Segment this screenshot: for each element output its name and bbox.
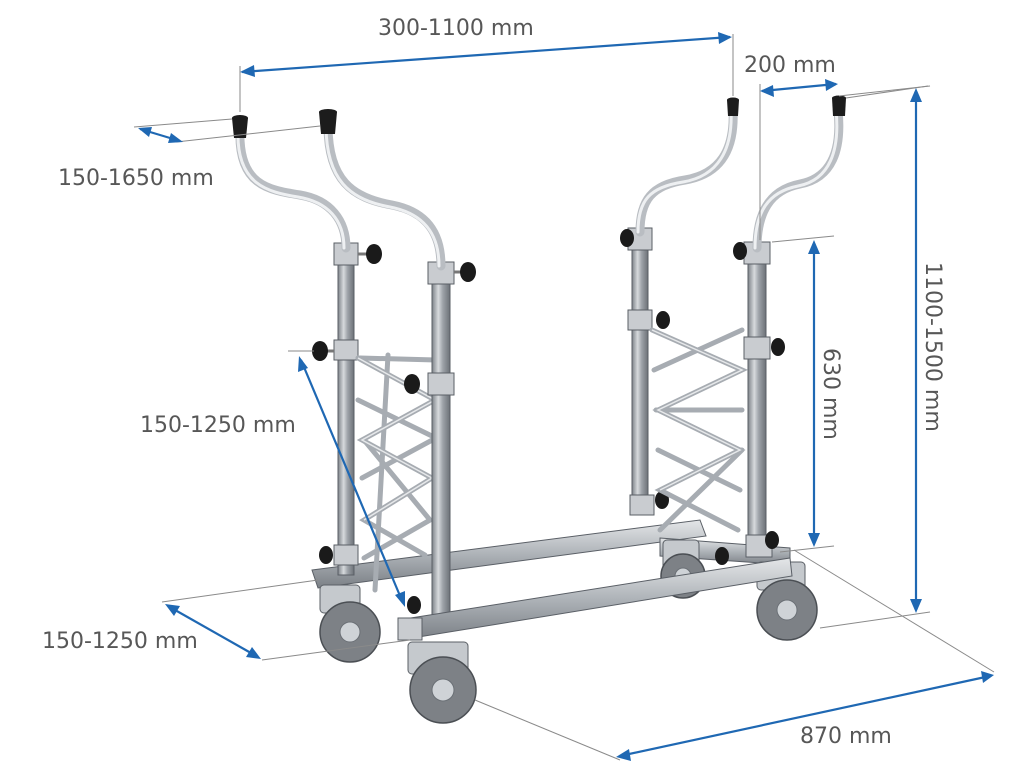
dim-arm-tilt-label: 150-1650 mm [58,166,214,191]
left-rear-knob-low [319,546,333,564]
left-front-knob-mid [404,374,420,394]
right-front-knob-low [715,531,779,565]
right-front-post [743,241,773,558]
dim-base-length-label: 870 mm [800,724,892,749]
dim-post-height-label: 630 mm [818,348,843,440]
dim-post-height: 630 mm [771,235,843,553]
left-rear-knob-upper [358,244,382,264]
right-rear-knob-mid [656,311,670,329]
left-front-post [427,261,455,623]
right-rear-post [627,227,655,516]
front-base-bar [397,557,793,641]
dim-arm-offset: 200 mm [744,53,931,240]
dim-scissor-span: 150-1250 mm [140,350,405,607]
left-rear-arm [232,115,351,253]
right-rear-arm [635,97,739,237]
left-front-arm [319,109,446,271]
dim-arm-tilt: 150-1650 mm [58,118,321,191]
dim-base-length: 870 mm [474,549,995,761]
right-front-arm [752,95,846,253]
trolley-illustration [232,95,846,724]
dimension-annotations: 300-1100 mm 200 mm 150-1650 mm 150-1 [42,16,995,761]
left-scissor-extension [355,352,442,593]
right-front-knob-upper [733,242,747,260]
dim-scissor-span-label: 150-1250 mm [140,413,296,438]
left-rear-post [333,242,359,576]
right-front-knob-mid [771,338,785,356]
dim-base-width-label: 150-1250 mm [42,629,198,654]
dim-height-range: 1100-1500 mm [819,85,945,629]
dim-base-width: 150-1250 mm [42,579,411,661]
dim-height-range-label: 1100-1500 mm [920,262,945,432]
left-front-knob-upper [454,262,476,282]
left-front-knob-low [407,596,421,614]
dim-top-span: 300-1100 mm [239,16,734,112]
right-scissor-extension [649,327,748,533]
dim-arm-offset-label: 200 mm [744,53,836,78]
right-rear-knob-upper [620,229,634,247]
left-rear-knob-mid [312,341,334,361]
rear-left-caster [319,584,381,663]
dim-top-span-label: 300-1100 mm [378,16,534,41]
rear-base-bar [311,519,707,589]
front-left-caster [407,641,477,724]
